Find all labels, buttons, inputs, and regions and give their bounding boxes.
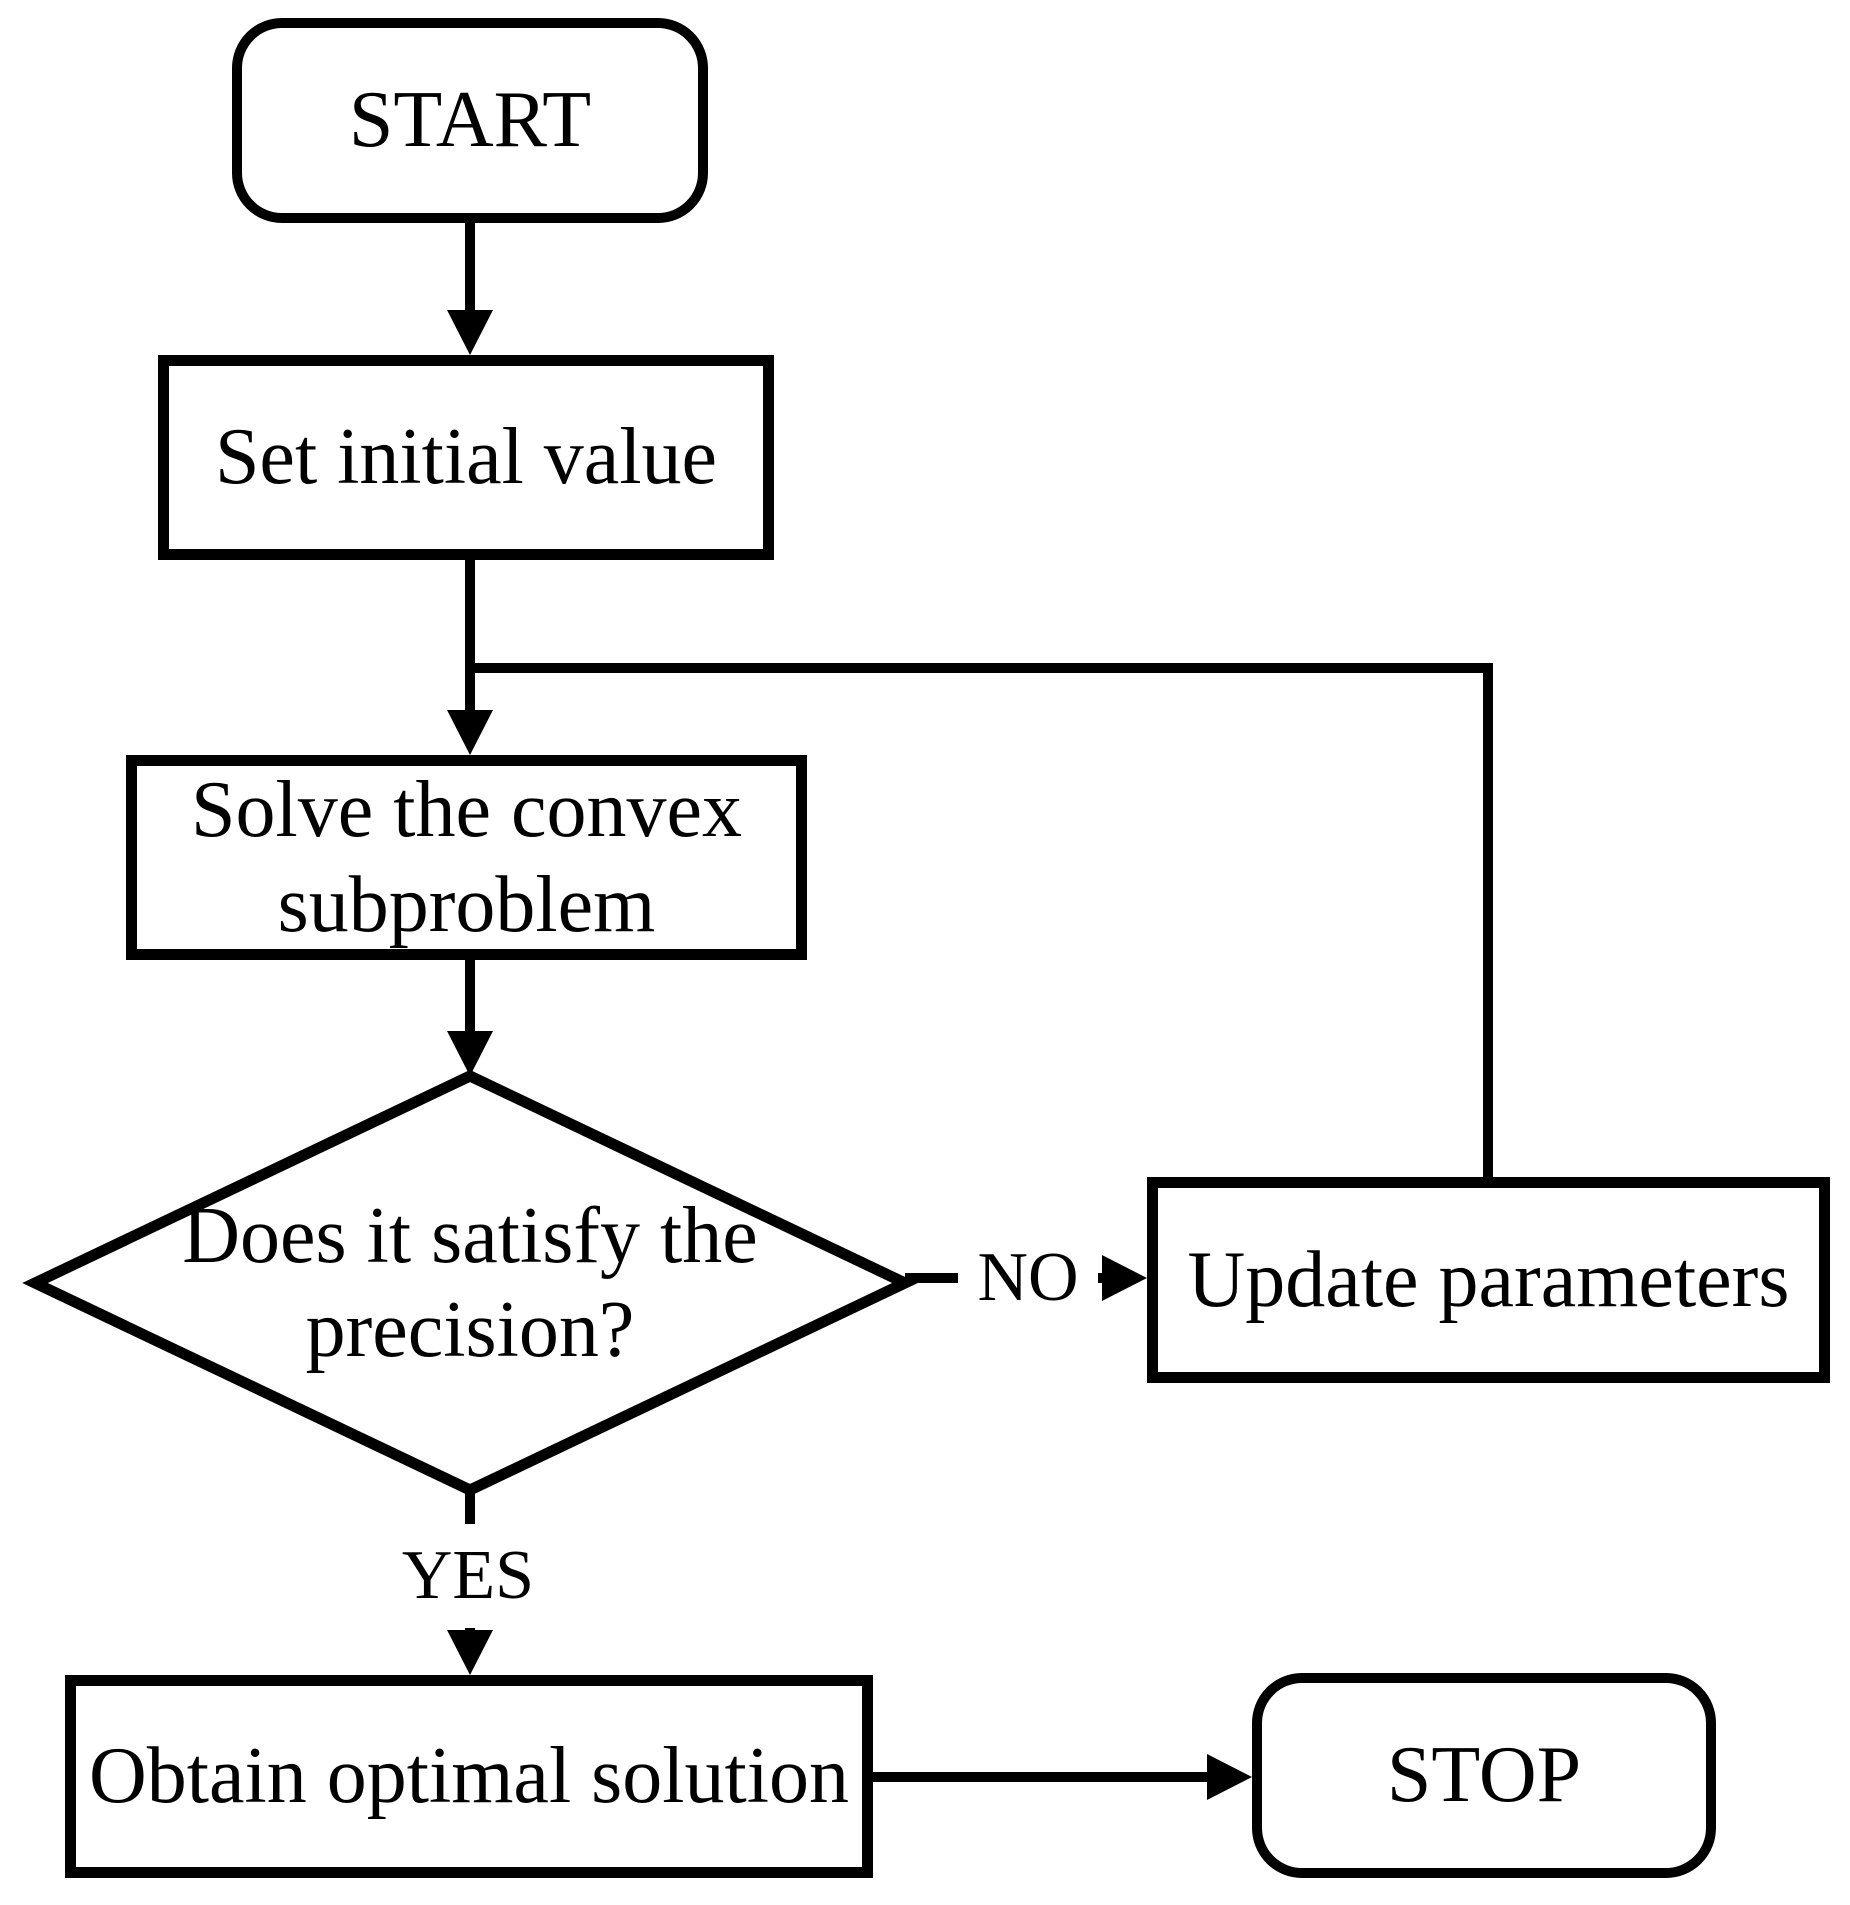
arrowhead-into-set <box>447 310 493 355</box>
connector-set-to-solve <box>465 560 475 713</box>
arrowhead-into-stop <box>1207 1754 1252 1800</box>
arrowhead-into-update <box>1102 1255 1147 1301</box>
stop-node-label: STOP <box>1386 1731 1582 1820</box>
obtain-solution-process-node: Obtain optimal solution <box>65 1675 873 1878</box>
feedback-horizontal-line <box>465 663 1493 673</box>
set-initial-value-label: Set initial value <box>214 413 718 502</box>
arrowhead-into-solve <box>447 710 493 755</box>
solve-subproblem-label: Solve the convex subproblem <box>191 766 742 949</box>
yes-edge-label: YES <box>386 1524 550 1628</box>
decision-diamond-label: Does it satisfy the precision? <box>182 1191 758 1374</box>
feedback-vertical-line <box>1483 663 1493 1177</box>
update-parameters-label: Update parameters <box>1187 1235 1790 1324</box>
start-terminator-node: START <box>232 18 708 223</box>
no-edge-label: NO <box>958 1226 1098 1330</box>
set-initial-value-process-node: Set initial value <box>158 355 774 560</box>
update-parameters-process-node: Update parameters <box>1147 1177 1830 1383</box>
obtain-solution-label: Obtain optimal solution <box>89 1732 849 1821</box>
start-node-label: START <box>348 76 592 165</box>
connector-solve-to-decision <box>465 960 475 1034</box>
arrowhead-into-obtain <box>447 1630 493 1675</box>
decision-diamond-node <box>22 1069 918 1497</box>
arrowhead-into-decision <box>447 1031 493 1076</box>
decision-diamond-shape <box>22 1069 918 1497</box>
connector-start-to-set <box>465 223 475 313</box>
stop-terminator-node: STOP <box>1252 1673 1716 1878</box>
connector-obtain-to-stop <box>873 1772 1210 1782</box>
solve-subproblem-process-node: Solve the convex subproblem <box>126 755 807 960</box>
